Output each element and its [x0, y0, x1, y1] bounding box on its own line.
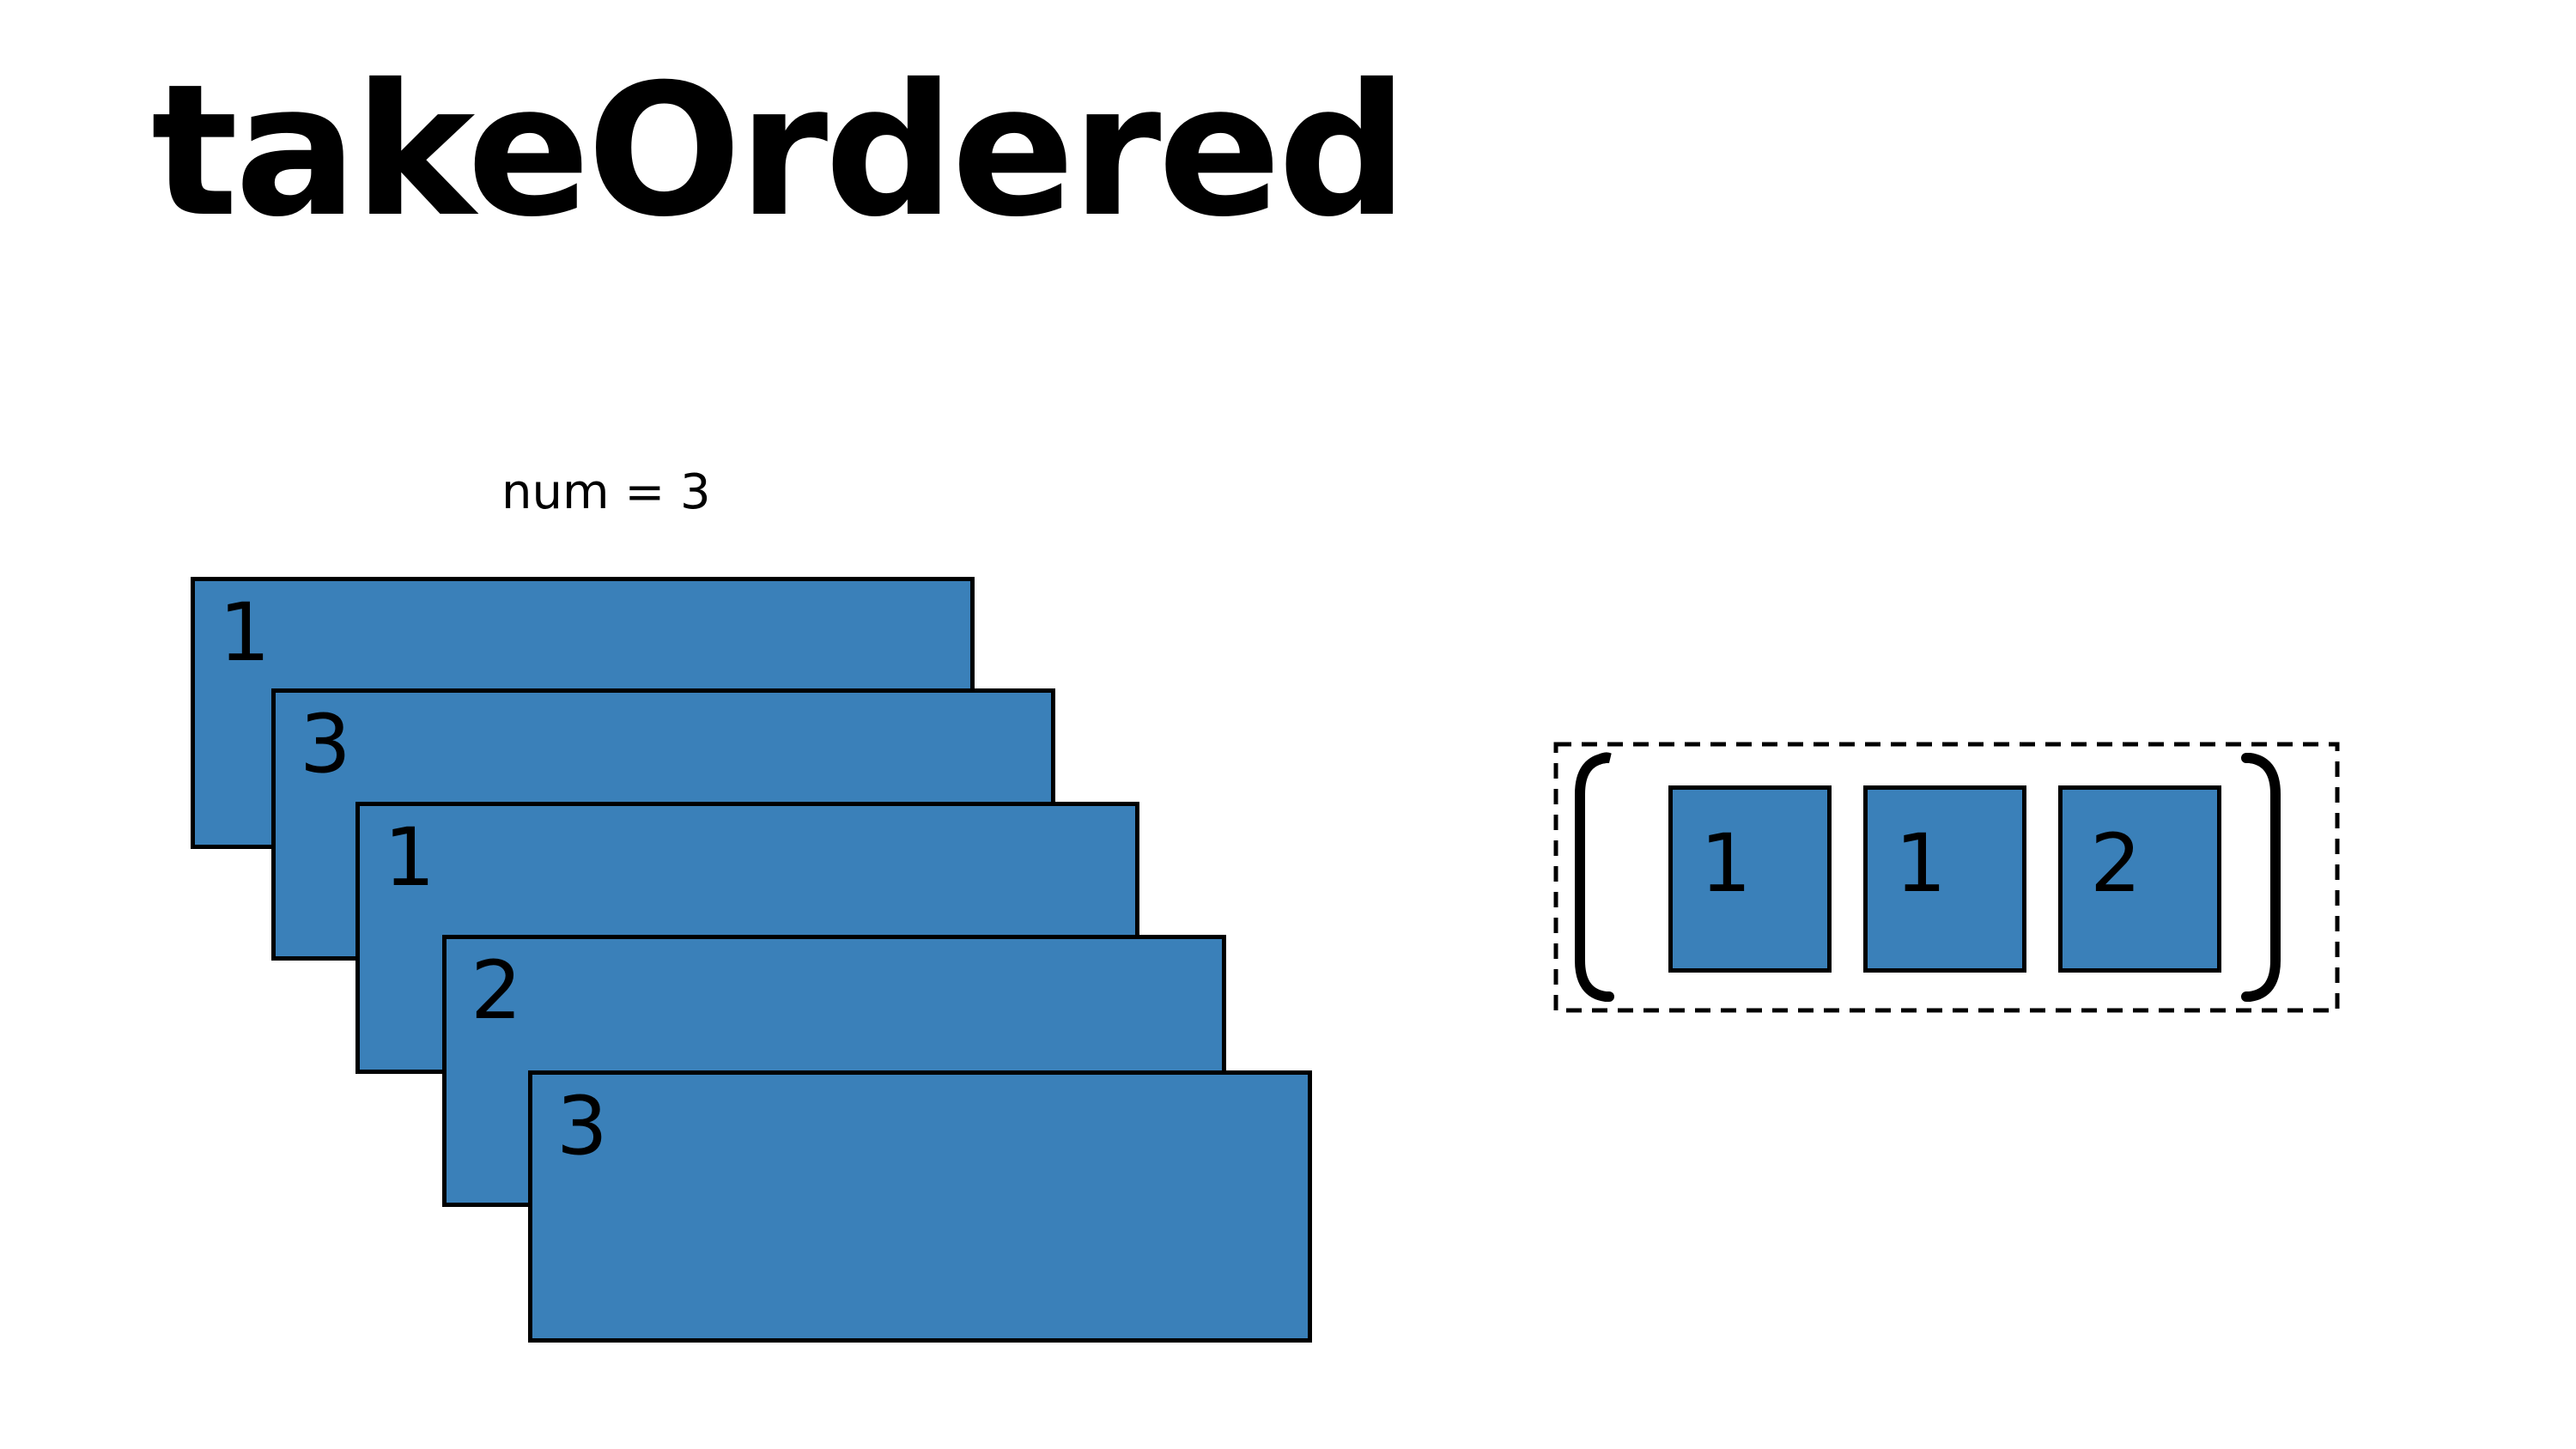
result-value: 1 [1700, 817, 1752, 911]
result-element: 1 [1668, 785, 1832, 973]
result-array: 1 1 2 [1553, 742, 2340, 1013]
partition-value: 2 [471, 944, 522, 1038]
partition-value: 1 [384, 811, 435, 905]
slide-title: takeOrdered [151, 45, 1408, 257]
result-element: 1 [1863, 785, 2026, 973]
num-parameter-label: num = 3 [501, 464, 711, 520]
dashed-border [1553, 742, 2340, 1013]
result-array-frame [1553, 742, 2340, 1013]
partition-value: 3 [300, 698, 351, 791]
result-element: 2 [2058, 785, 2221, 973]
left-bracket-icon [1575, 752, 1614, 1002]
result-value: 2 [2090, 817, 2142, 911]
partition-value: 3 [556, 1080, 608, 1173]
result-value: 1 [1895, 817, 1947, 911]
input-partition: 3 [528, 1070, 1312, 1343]
right-bracket-icon [2241, 753, 2281, 1002]
partition-value: 1 [219, 586, 270, 680]
